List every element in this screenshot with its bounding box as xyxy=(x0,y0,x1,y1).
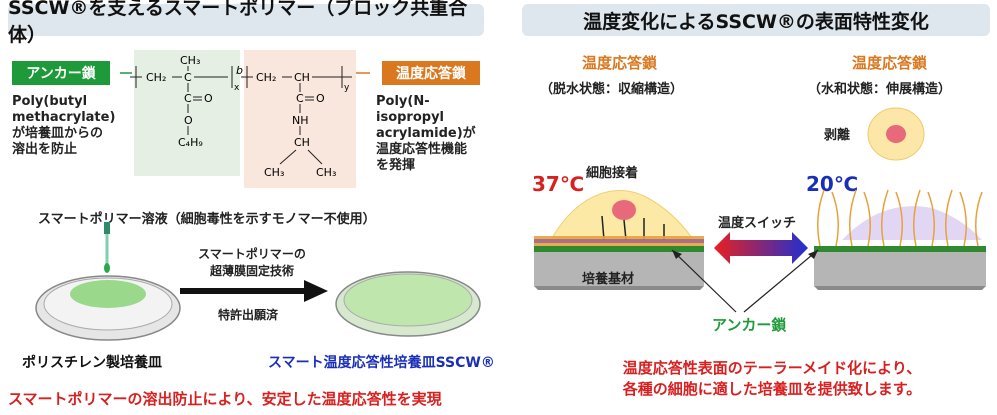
thermo-block-bg xyxy=(244,50,356,188)
chem-ch-right: CH xyxy=(294,71,310,84)
switch-label: 温度スイッチ xyxy=(718,216,797,231)
chem-ch3-top: CH₃ xyxy=(180,54,200,67)
right-bottom-message: 温度応答性表面のテーラーメイド化により、 各種の細胞に適した培養皿を提供致します… xyxy=(562,358,982,400)
process-line: スマートポリマーの xyxy=(198,247,306,261)
left-title-text: SSCW®を支えるスマートポリマー（ブロック共重合体） xyxy=(8,0,468,46)
left-title: SSCW®を支えるスマートポリマー（ブロック共重合体） xyxy=(8,0,484,46)
chem-o-amide: O xyxy=(316,92,325,105)
right-title-text: 温度変化によるSSCW®の表面特性変化 xyxy=(583,10,929,33)
chem-sub-y: y xyxy=(344,83,350,93)
detach-label: 剥離 xyxy=(824,128,851,143)
anchor-layer xyxy=(534,246,704,252)
anchor-label-box: アンカー鎖 xyxy=(12,61,110,85)
chem-c-carbonyl: C xyxy=(184,92,192,105)
detached-cell xyxy=(867,107,925,161)
cell-nucleus xyxy=(612,200,636,220)
cell-attach-label: 細胞接着 xyxy=(586,166,639,181)
extended-surface-illustration xyxy=(814,189,986,290)
polymer-coating xyxy=(343,273,473,327)
chem-o-double: O xyxy=(204,92,213,105)
thermo-desc-line: 温度応答性機能 xyxy=(376,142,468,157)
process-line: 超薄膜固定技術 xyxy=(209,264,294,278)
patent-text: 特許出願済 xyxy=(218,308,279,322)
thermo-desc-line: を発揮 xyxy=(376,158,416,173)
process-text: スマートポリマーの 超薄膜固定技術 xyxy=(190,246,314,280)
chem-ch2-left: CH₂ xyxy=(146,71,166,84)
anchor-desc-line: が培養皿からの xyxy=(12,126,104,141)
anchor-chain-label: アンカー鎖 xyxy=(712,316,787,334)
substrate-label: 培養基材 xyxy=(582,272,635,287)
substrate-block xyxy=(814,252,986,286)
pipette-tip-icon xyxy=(104,222,110,234)
thermo-desc-line: acrylamide)が xyxy=(376,126,476,141)
chem-o-ester: O xyxy=(184,114,193,127)
hydrated-layer xyxy=(842,206,982,240)
thermo-label: 温度応答鎖 xyxy=(396,66,466,82)
anchor-desc-line: 溶出を防止 xyxy=(12,142,78,157)
right-title: 温度変化によるSSCW®の表面特性変化 xyxy=(522,4,990,36)
droplet-icon xyxy=(104,263,110,273)
block-copolymer-structure: CH₂ C CH₃ C O O C₄H₉ x b CH₂ CH y C O NH… xyxy=(120,50,370,188)
solution-label: スマートポリマー溶液（細胞毒性を示すモノマー不使用） xyxy=(38,212,376,227)
polymer-solution-spot xyxy=(70,280,146,308)
substrate-block xyxy=(534,252,704,286)
chem-ch3-right: CH₃ xyxy=(316,166,336,179)
anchor-layer xyxy=(814,246,986,252)
polystyrene-dish-illustration xyxy=(35,222,181,341)
chem-ch-iso: CH xyxy=(294,136,310,149)
anchor-desc-line: Poly(butyl xyxy=(12,94,88,109)
chem-c-amide: C xyxy=(296,92,304,105)
thermo-desc-line: Poly(N-isopropyl xyxy=(376,94,445,125)
chem-nh: NH xyxy=(292,114,309,127)
anchor-description: Poly(butyl methacrylate) が培養皿からの 溶出を防止 xyxy=(12,94,152,158)
chem-sub-x: x xyxy=(234,83,240,93)
thermo-label-box: 温度応答鎖 xyxy=(382,61,480,85)
anchor-pointer-lines xyxy=(671,249,819,313)
message-line: 各種の細胞に適した培養皿を提供致します。 xyxy=(622,380,922,398)
temp-hot: 37℃ xyxy=(532,172,585,196)
chem-b: b xyxy=(236,64,243,77)
dish-right-label: スマート温度応答性培養皿SSCW® xyxy=(268,355,495,371)
message-line: 温度応答性表面のテーラーメイド化により、 xyxy=(622,359,922,377)
chem-c-left: C xyxy=(184,71,192,84)
left-chain-state: （脱水状態：収縮構造） xyxy=(540,82,684,97)
attached-surface-illustration xyxy=(534,190,704,290)
chem-c4h9: C₄H₉ xyxy=(178,136,203,149)
right-chain-label: 温度応答鎖 xyxy=(852,54,928,72)
dish-left-label: ポリスチレン製培養皿 xyxy=(22,355,162,371)
chem-ch2-right: CH₂ xyxy=(256,71,276,84)
anchor-desc-line: methacrylate) xyxy=(12,110,116,125)
right-chain-state: （水和状態：伸展構造） xyxy=(808,82,952,97)
process-arrow xyxy=(180,280,328,302)
chem-ch3-left: CH₃ xyxy=(264,166,284,179)
temperature-switch-arrow xyxy=(714,232,808,264)
anchor-label: アンカー鎖 xyxy=(26,66,96,82)
anchor-block-bg xyxy=(134,50,240,176)
sscw-dish-illustration xyxy=(335,271,481,337)
left-chain-label: 温度応答鎖 xyxy=(582,54,658,72)
left-bottom-message: スマートポリマーの溶出防止により、安定した温度応答性を実現 xyxy=(8,390,442,408)
thermo-description: Poly(N-isopropyl acrylamide)が 温度応答性機能 を発… xyxy=(376,94,494,174)
